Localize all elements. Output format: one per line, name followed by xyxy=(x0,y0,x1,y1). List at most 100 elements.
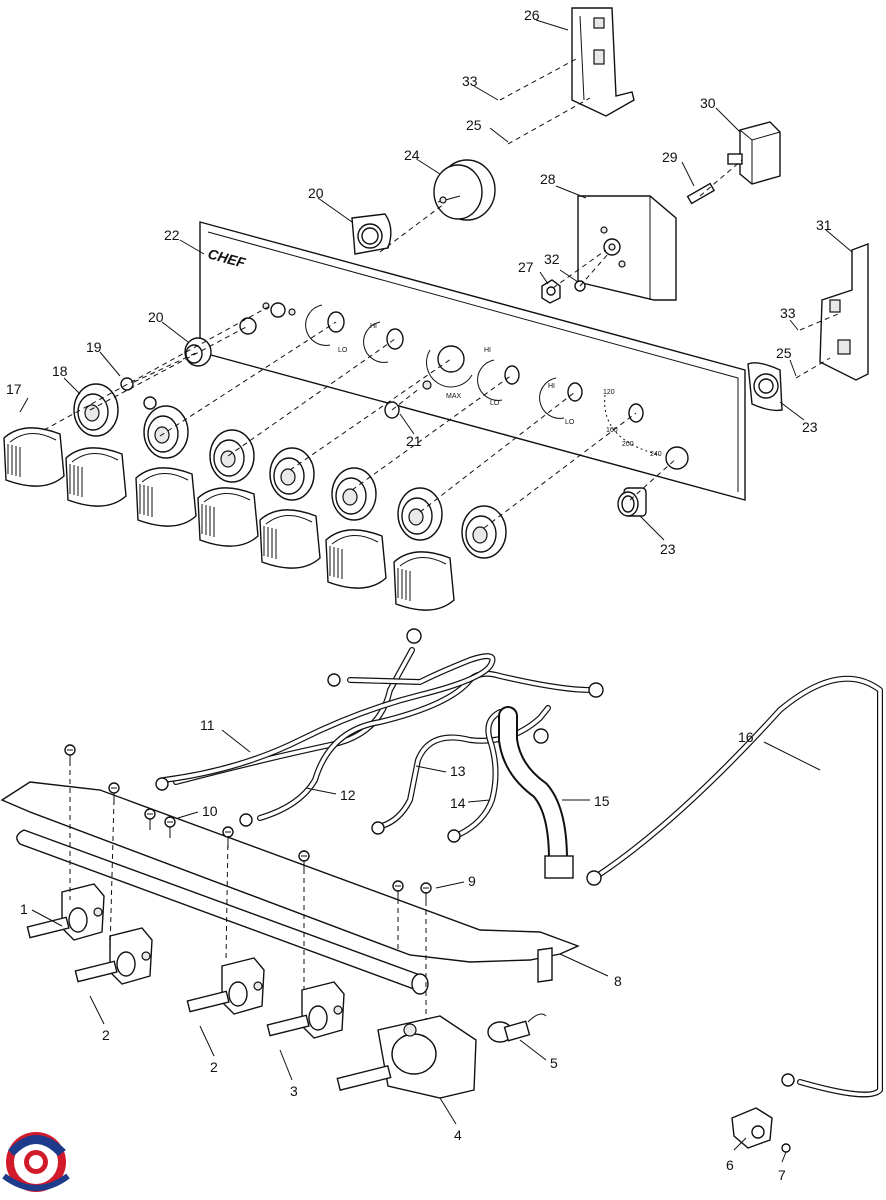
control-knob-17 xyxy=(393,551,455,611)
callout-9: 9 xyxy=(468,873,476,889)
callout-1: 1 xyxy=(20,901,28,917)
pin-29 xyxy=(686,182,716,205)
callout-15: 15 xyxy=(594,793,610,809)
control-knob-17 xyxy=(65,447,127,507)
panel-mark: HI xyxy=(484,347,491,354)
callout-21: 21 xyxy=(406,433,422,449)
callout-14: 14 xyxy=(450,795,466,811)
control-knob-17 xyxy=(197,487,259,547)
fixing-screw xyxy=(64,744,76,766)
callout-12: 12 xyxy=(340,787,356,803)
nut-27 xyxy=(541,279,561,304)
fixing-screw xyxy=(108,782,120,804)
control-knob-17 xyxy=(3,427,65,487)
screw-19b xyxy=(143,396,157,410)
callout-25: 25 xyxy=(776,345,792,361)
callout-24: 24 xyxy=(404,147,420,163)
callout-19: 19 xyxy=(86,339,102,355)
control-knob-17 xyxy=(135,467,197,527)
control-knob-17 xyxy=(259,509,321,569)
brand-logo xyxy=(2,1132,70,1192)
callout-8: 8 xyxy=(614,973,622,989)
callout-4: 4 xyxy=(454,1127,462,1143)
callout-33: 33 xyxy=(462,73,478,89)
timer-24 xyxy=(433,159,496,221)
callout-27: 27 xyxy=(518,259,534,275)
gas-valve-4 xyxy=(336,1015,477,1099)
knob-ring-18 xyxy=(73,383,119,437)
panel-hole-large xyxy=(437,345,465,373)
callout-7: 7 xyxy=(778,1167,786,1183)
callout-5: 5 xyxy=(550,1055,558,1071)
screw-7 xyxy=(781,1143,791,1153)
knob-ring-18 xyxy=(331,467,377,521)
pipes xyxy=(155,628,883,1098)
callout-26: 26 xyxy=(524,7,540,23)
panel-mark: 160 xyxy=(606,427,618,434)
screw-21 xyxy=(422,380,432,390)
panel-mark: HI xyxy=(370,323,377,330)
callout-10: 10 xyxy=(202,803,218,819)
callout-28: 28 xyxy=(540,171,556,187)
callout-20: 20 xyxy=(148,309,164,325)
thermocouple-5 xyxy=(487,1013,547,1043)
callout-2: 2 xyxy=(210,1059,218,1075)
leader-lines xyxy=(19,19,853,1163)
fixing-screw xyxy=(164,816,176,838)
gas-manifold-8 xyxy=(0,781,580,995)
callout-labels: 1 2 2 3 4 5 6 7 8 9 10 11 12 13 14 15 16… xyxy=(6,7,832,1183)
bezel-20-top xyxy=(351,213,392,255)
assembly-lines xyxy=(43,57,839,1020)
panel-hole xyxy=(504,365,520,385)
callout-3: 3 xyxy=(290,1083,298,1099)
callout-20: 20 xyxy=(308,185,324,201)
knob-group xyxy=(3,383,507,611)
panel-mark: LO xyxy=(565,419,575,426)
knob-ring-18 xyxy=(143,405,189,459)
gas-tap xyxy=(266,981,345,1039)
knob-ring-18 xyxy=(461,505,507,559)
callout-32: 32 xyxy=(544,251,560,267)
callout-11: 11 xyxy=(200,717,215,733)
panel-mark: 120 xyxy=(603,389,615,396)
callout-23: 23 xyxy=(802,419,818,435)
side-bracket-31 xyxy=(819,242,869,381)
callout-25: 25 xyxy=(466,117,482,133)
panel-mark: HI xyxy=(548,383,555,390)
callout-2: 2 xyxy=(102,1027,110,1043)
gas-tap xyxy=(186,957,265,1015)
callout-16: 16 xyxy=(738,729,754,745)
gas-tap xyxy=(26,883,105,941)
thermostat-28 xyxy=(577,195,677,301)
burner-6 xyxy=(731,1107,773,1149)
callout-22: 22 xyxy=(164,227,180,243)
callout-17: 17 xyxy=(6,381,22,397)
callout-6: 6 xyxy=(726,1157,734,1173)
fixing-screw xyxy=(144,808,156,830)
panel-mark: 240 xyxy=(650,451,662,458)
tap-group xyxy=(26,883,345,1039)
panel-mark: MAX xyxy=(446,393,462,400)
callout-33: 33 xyxy=(780,305,796,321)
callout-31: 31 xyxy=(816,217,832,233)
control-knob-17 xyxy=(325,529,387,589)
panel-hole xyxy=(270,302,286,318)
knob-ring-18 xyxy=(397,487,443,541)
callout-30: 30 xyxy=(700,95,716,111)
knob-ring-18 xyxy=(209,429,255,483)
side-bracket-26 xyxy=(571,7,635,117)
panel-hole xyxy=(386,328,404,350)
panel-mark: LO xyxy=(338,347,348,354)
panel-mark: 200 xyxy=(622,441,634,448)
panel-hole xyxy=(567,382,583,402)
callout-29: 29 xyxy=(662,149,678,165)
callout-13: 13 xyxy=(450,763,466,779)
control-panel: CHEF LO HI LO HI LO HI MAX 120 160 200 2… xyxy=(199,221,746,501)
bezel-20-left xyxy=(184,337,212,367)
panel-mark: LO xyxy=(490,400,500,407)
panel-hole xyxy=(239,317,257,335)
bezel-23 xyxy=(747,362,783,412)
switch-23 xyxy=(617,487,647,517)
gas-tap xyxy=(74,927,153,985)
